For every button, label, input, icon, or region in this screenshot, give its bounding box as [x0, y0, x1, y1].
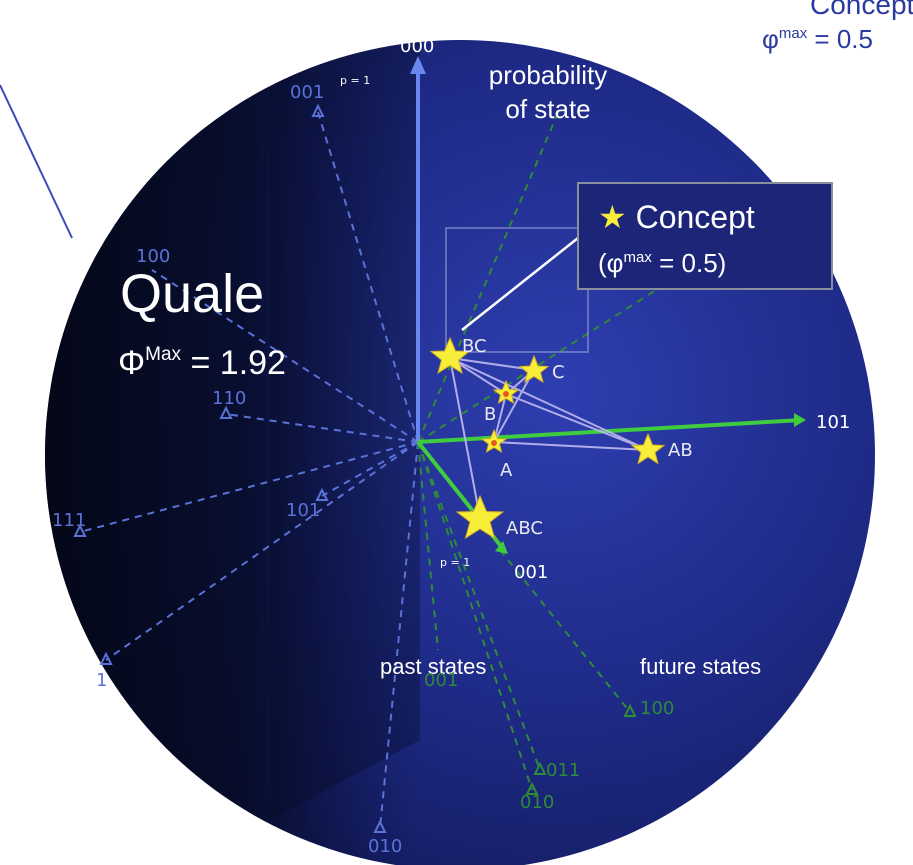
concept-label-bc: BC	[462, 336, 487, 357]
concept-links	[449, 357, 649, 519]
state-label-010-future: 010	[520, 792, 554, 813]
state-label-100-past: 100	[136, 246, 170, 267]
future-state-lines	[417, 107, 751, 791]
state-label-100-future: 100	[640, 698, 674, 719]
state-label-111: 111	[52, 510, 86, 531]
corner-concept-text: Concept	[810, 0, 913, 20]
past-states-label: past states	[380, 654, 486, 679]
corner-phi: φmax = 0.5	[762, 24, 873, 54]
state-label-001-future: 001	[514, 562, 548, 583]
state-label-001-past: 001	[290, 82, 324, 103]
pointer-line	[0, 84, 73, 239]
star-ab	[630, 432, 666, 465]
state-label-1: 1	[96, 670, 107, 691]
star-bc	[429, 336, 471, 375]
future-state-markers	[525, 703, 637, 795]
star-abc	[455, 494, 505, 540]
state-label-101-future: 101	[816, 412, 850, 433]
concept-stars	[429, 336, 666, 540]
callout-line	[461, 237, 579, 331]
sphere-shadow-plane	[270, 40, 420, 820]
state-label-011: 011	[546, 760, 580, 781]
vector-101	[417, 418, 803, 444]
state-label-110: 110	[212, 388, 246, 409]
future-states-label: future states	[640, 654, 761, 679]
probability-label-line1: probability	[489, 60, 608, 90]
past-state-lines	[79, 111, 419, 829]
state-label-101-past: 101	[286, 500, 320, 521]
concept-label-ab: AB	[668, 440, 693, 461]
vector-001-arrow	[495, 541, 508, 554]
concept-box-phi: (φmax = 0.5)	[598, 248, 726, 278]
concept-label-b: B	[484, 404, 496, 425]
concept-label-c: C	[552, 362, 565, 383]
state-label-001-faint: 001	[424, 670, 458, 691]
p-label-top: p = 1	[340, 74, 370, 87]
concept-box-title: ★ Concept	[598, 199, 755, 235]
star-centers	[491, 391, 509, 446]
concept-label-a: A	[500, 460, 513, 481]
concept-label-abc: ABC	[506, 518, 543, 539]
state-label-010-past: 010	[368, 836, 402, 857]
probability-axis-arrow	[410, 56, 426, 74]
vector-101-arrow	[794, 413, 806, 427]
concept-box	[577, 182, 833, 290]
state-label-000: 000	[400, 36, 434, 57]
past-state-markers	[73, 103, 387, 833]
probability-label-line2: of state	[505, 94, 590, 124]
quale-title: Quale	[120, 264, 264, 324]
p-label-bottom: p = 1	[440, 556, 470, 569]
quale-phi: ΦMax = 1.92	[118, 344, 286, 382]
star-c	[518, 354, 550, 384]
